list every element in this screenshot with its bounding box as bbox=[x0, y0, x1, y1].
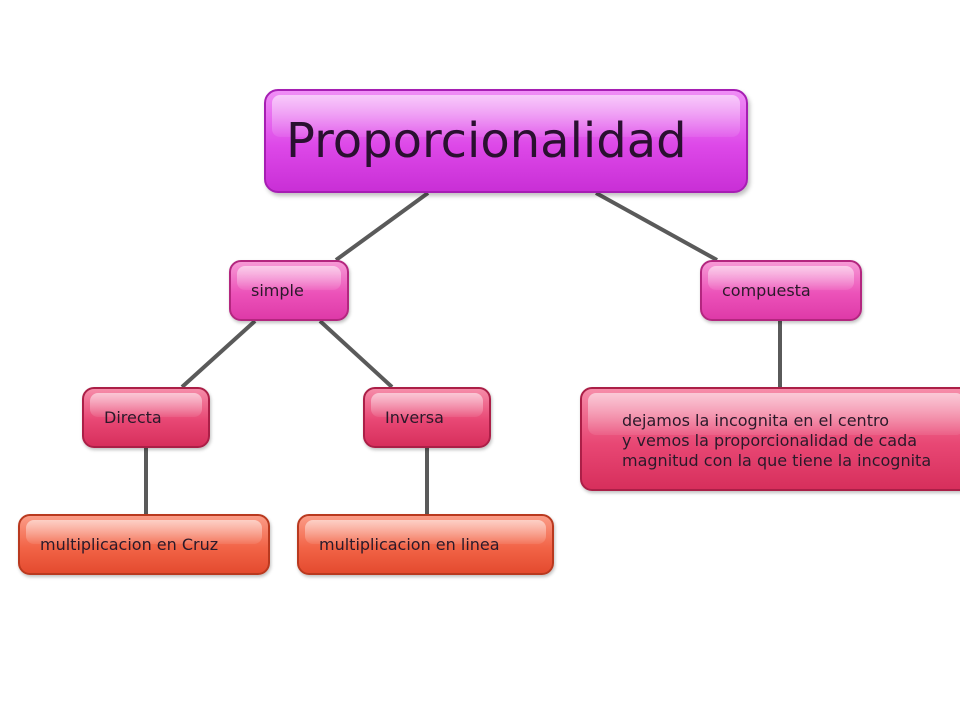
node-simple-label: simple bbox=[251, 281, 304, 300]
connector-simple-directa bbox=[180, 319, 257, 389]
node-directa[interactable]: Directa bbox=[82, 387, 210, 448]
node-compuesta[interactable]: compuesta bbox=[700, 260, 862, 321]
root-node-label: Proporcionalidad bbox=[286, 113, 687, 169]
node-incognita-centro-line-1: dejamos la incognita en el centro bbox=[622, 411, 889, 430]
node-incognita-centro[interactable]: dejamos la incognita en el centro y vemo… bbox=[580, 387, 960, 491]
connector-root-simple bbox=[334, 191, 430, 262]
node-compuesta-label: compuesta bbox=[722, 281, 811, 300]
node-simple[interactable]: simple bbox=[229, 260, 349, 321]
node-multiplicacion-cruz-label: multiplicacion en Cruz bbox=[40, 535, 219, 554]
node-multiplicacion-linea-label: multiplicacion en linea bbox=[319, 535, 500, 554]
node-inversa-label: Inversa bbox=[385, 408, 444, 427]
node-incognita-centro-text: dejamos la incognita en el centro y vemo… bbox=[582, 389, 931, 471]
node-multiplicacion-cruz[interactable]: multiplicacion en Cruz bbox=[18, 514, 270, 575]
root-node-proporcionalidad[interactable]: Proporcionalidad bbox=[264, 89, 748, 193]
node-inversa[interactable]: Inversa bbox=[363, 387, 491, 448]
connector-simple-inversa bbox=[318, 319, 394, 389]
node-multiplicacion-linea[interactable]: multiplicacion en linea bbox=[297, 514, 554, 575]
node-incognita-centro-line-2: y vemos la proporcionalidad de cada bbox=[622, 431, 918, 450]
node-incognita-centro-line-3: magnitud con la que tiene la incognita bbox=[622, 451, 932, 470]
node-directa-label: Directa bbox=[104, 408, 162, 427]
connector-root-compuesta bbox=[595, 191, 718, 262]
